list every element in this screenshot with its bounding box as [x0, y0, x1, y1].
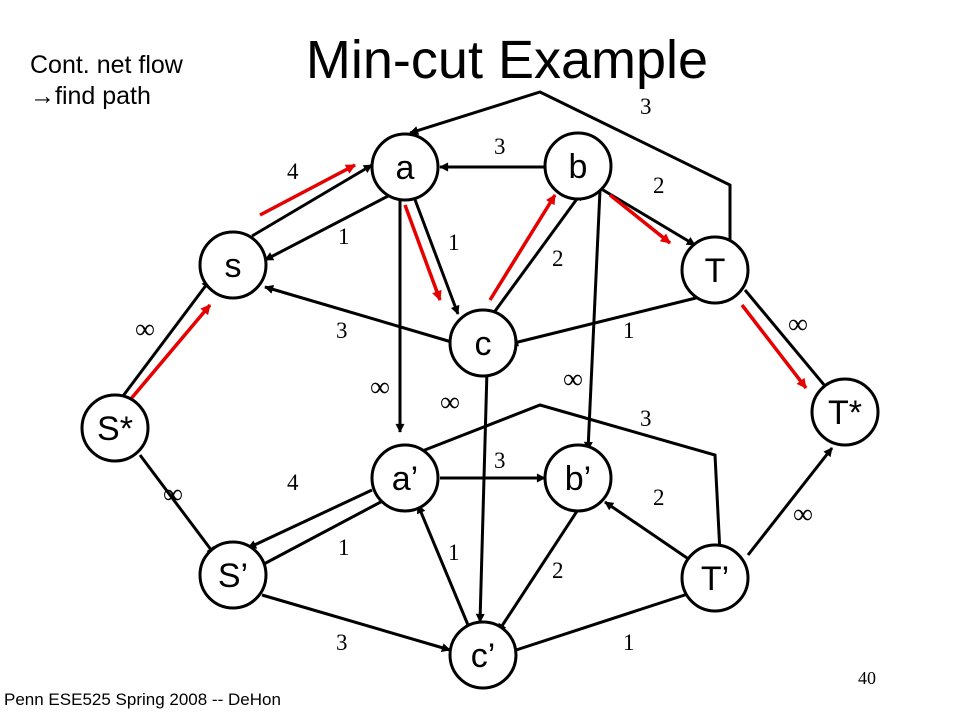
- cap-b-a: 3: [494, 134, 506, 159]
- node-bp: [543, 443, 613, 513]
- cap-Sp-cp: 3: [336, 630, 348, 655]
- cap-inf-c-cp: ∞: [440, 387, 460, 418]
- node-Sp: [198, 540, 268, 610]
- cap-inf-b-bp: ∞: [563, 364, 583, 395]
- edge-T-c: [509, 295, 701, 347]
- node-Sstar: [80, 393, 150, 463]
- cap-Tp-bp: 2: [653, 485, 665, 510]
- cap-c-s: 3: [336, 318, 348, 343]
- edge-Sstar-s: [118, 279, 212, 401]
- cap-b-T: 2: [653, 173, 665, 198]
- node-T: [680, 235, 750, 305]
- node-b: [543, 131, 613, 201]
- cap-cp-Tp: 1: [623, 630, 635, 655]
- flow-Sstar-s: [128, 303, 212, 402]
- slide-title-text: Min-cut Example: [305, 30, 709, 90]
- note-line-2: →find path: [30, 82, 151, 110]
- edge-Sstar-Sp: [138, 454, 217, 556]
- cap-top-Tp: 3: [640, 406, 652, 431]
- cap-T-c: 1: [623, 318, 635, 343]
- cap-ap-bp: 3: [494, 448, 506, 473]
- edge-cp-ap: [416, 504, 470, 626]
- flow-T-Tstar: [740, 303, 808, 390]
- node-a: [370, 132, 440, 202]
- node-label-ap: a’: [392, 460, 418, 498]
- cap-inf-Sstar-Sp: ∞: [163, 479, 183, 510]
- node-Tstar: [810, 377, 880, 447]
- edge-Sp-ap: [261, 494, 393, 567]
- edge-b-bp: [583, 189, 602, 451]
- flow-c-b: [488, 194, 557, 301]
- edge-s-a: [251, 163, 373, 238]
- node-cp: [448, 620, 518, 690]
- cap-inf-a-ap: ∞: [370, 372, 390, 403]
- cap-inf-Sstar-s: ∞: [135, 314, 155, 345]
- edge-Tp-Tstar: [746, 447, 834, 556]
- node-ap: [370, 443, 440, 513]
- edge-bp-cp: [496, 501, 585, 633]
- cap-c-b: 2: [552, 246, 564, 271]
- node-Tp: [680, 543, 750, 613]
- note-text: Cont. net flow →find path: [30, 50, 183, 112]
- edge-c-s: [264, 284, 456, 345]
- cap-bp-cp: 2: [552, 558, 564, 583]
- edge-ap-Tp-top: [411, 403, 725, 554]
- edge-ap-Sp: [247, 488, 373, 550]
- cap-inf-T-Tstar: ∞: [788, 309, 808, 340]
- cap-s-a: 4: [287, 159, 299, 184]
- page-number: 40: [858, 668, 876, 688]
- cap-ap-Sp: 1: [338, 535, 350, 560]
- edge-Tp-bp: [604, 500, 691, 562]
- node-s: [198, 230, 268, 300]
- edge-c-cp: [475, 369, 489, 623]
- node-label-Tstar: T*: [828, 394, 862, 432]
- edge-cp-Tp: [509, 588, 701, 654]
- node-label-c: c: [475, 325, 492, 363]
- slide-footer: Penn ESE525 Spring 2008 -- DeHon: [4, 690, 281, 709]
- edge-T-a: [409, 90, 732, 242]
- node-label-T: T: [705, 252, 726, 290]
- cap-inf-Tp-Tstar: ∞: [793, 499, 813, 530]
- node-label-b: b: [569, 148, 588, 186]
- node-label-cp: c’: [471, 637, 496, 675]
- node-label-a: a: [396, 149, 415, 187]
- node-label-Sp: S’: [218, 557, 248, 595]
- slide-title: Min-cut Example: [0, 28, 960, 92]
- node-label-Sstar: S*: [97, 410, 133, 448]
- edge-T-Tstar: [743, 289, 832, 393]
- cap-cp-ap: 1: [448, 540, 460, 565]
- cap-a-c: 1: [448, 230, 460, 255]
- edge-c-b: [488, 191, 584, 319]
- node-c: [448, 308, 518, 378]
- edge-a-c: [412, 196, 460, 315]
- cap-T-a: 3: [640, 94, 652, 119]
- flow-a-c: [403, 204, 442, 301]
- node-label-Tp: T’: [701, 560, 729, 598]
- note-line-1: Cont. net flow: [30, 51, 183, 79]
- flow-s-a: [259, 163, 356, 217]
- cap-a-s: 1: [338, 224, 350, 249]
- cap-Sp-ap: 4: [287, 470, 299, 495]
- node-label-bp: b’: [565, 460, 591, 498]
- edge-Sp-cp: [261, 593, 451, 653]
- node-label-s: s: [225, 247, 242, 285]
- flow-b-T: [608, 193, 672, 245]
- edge-a-s: [264, 192, 393, 262]
